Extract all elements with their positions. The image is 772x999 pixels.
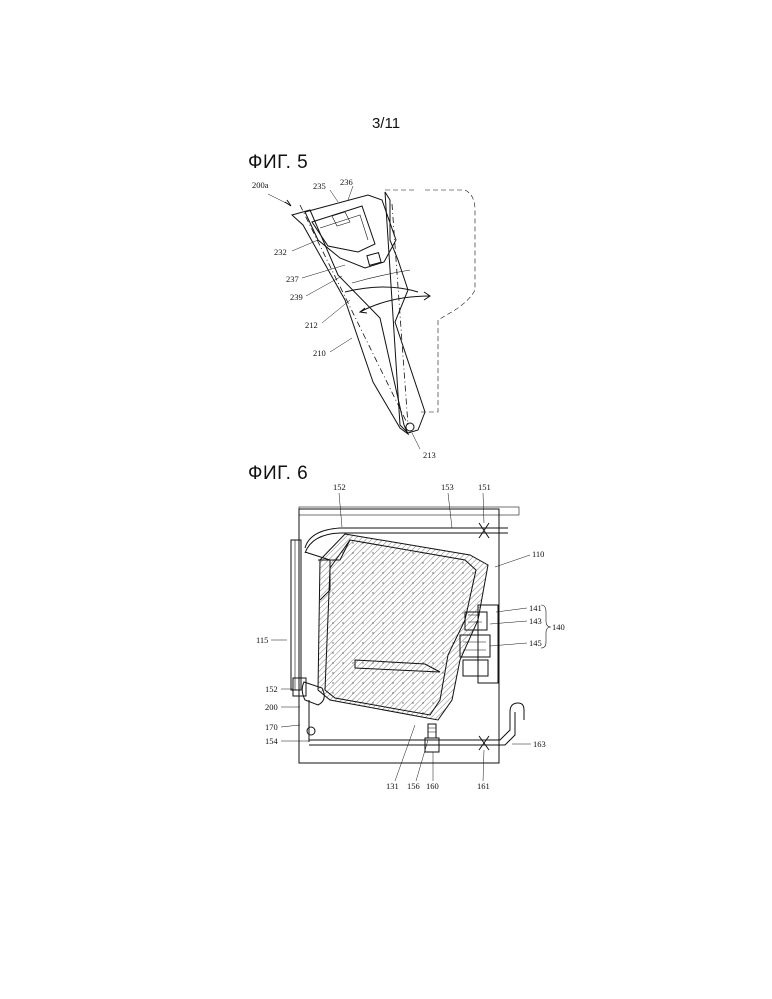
label-153: 153: [441, 482, 454, 492]
label-239: 239: [290, 292, 303, 302]
label-152-bottom: 152: [265, 684, 278, 694]
label-232: 232: [274, 247, 287, 257]
label-140: 140: [552, 622, 565, 632]
label-151: 151: [478, 482, 491, 492]
label-115: 115: [256, 635, 268, 645]
label-131: 131: [386, 781, 399, 791]
label-141: 141: [529, 603, 542, 613]
label-212: 212: [305, 320, 318, 330]
label-235: 235: [313, 181, 326, 191]
figure-5-drawing: 200a 235 236 232 237 239 212 210 213: [252, 177, 475, 460]
label-210: 210: [313, 348, 326, 358]
figure-6-drawing: 152 153 151 110 141 143 140 145 115 152 …: [256, 482, 565, 791]
label-200a: 200a: [252, 180, 269, 190]
label-145: 145: [529, 638, 542, 648]
label-143: 143: [529, 616, 542, 626]
label-170: 170: [265, 722, 278, 732]
label-200: 200: [265, 702, 278, 712]
label-152-top: 152: [333, 482, 346, 492]
label-110: 110: [532, 549, 544, 559]
label-236: 236: [340, 177, 353, 187]
label-160: 160: [426, 781, 439, 791]
label-154: 154: [265, 736, 279, 746]
label-237: 237: [286, 274, 299, 284]
label-156: 156: [407, 781, 420, 791]
label-161: 161: [477, 781, 490, 791]
label-163: 163: [533, 739, 546, 749]
label-213: 213: [423, 450, 436, 460]
